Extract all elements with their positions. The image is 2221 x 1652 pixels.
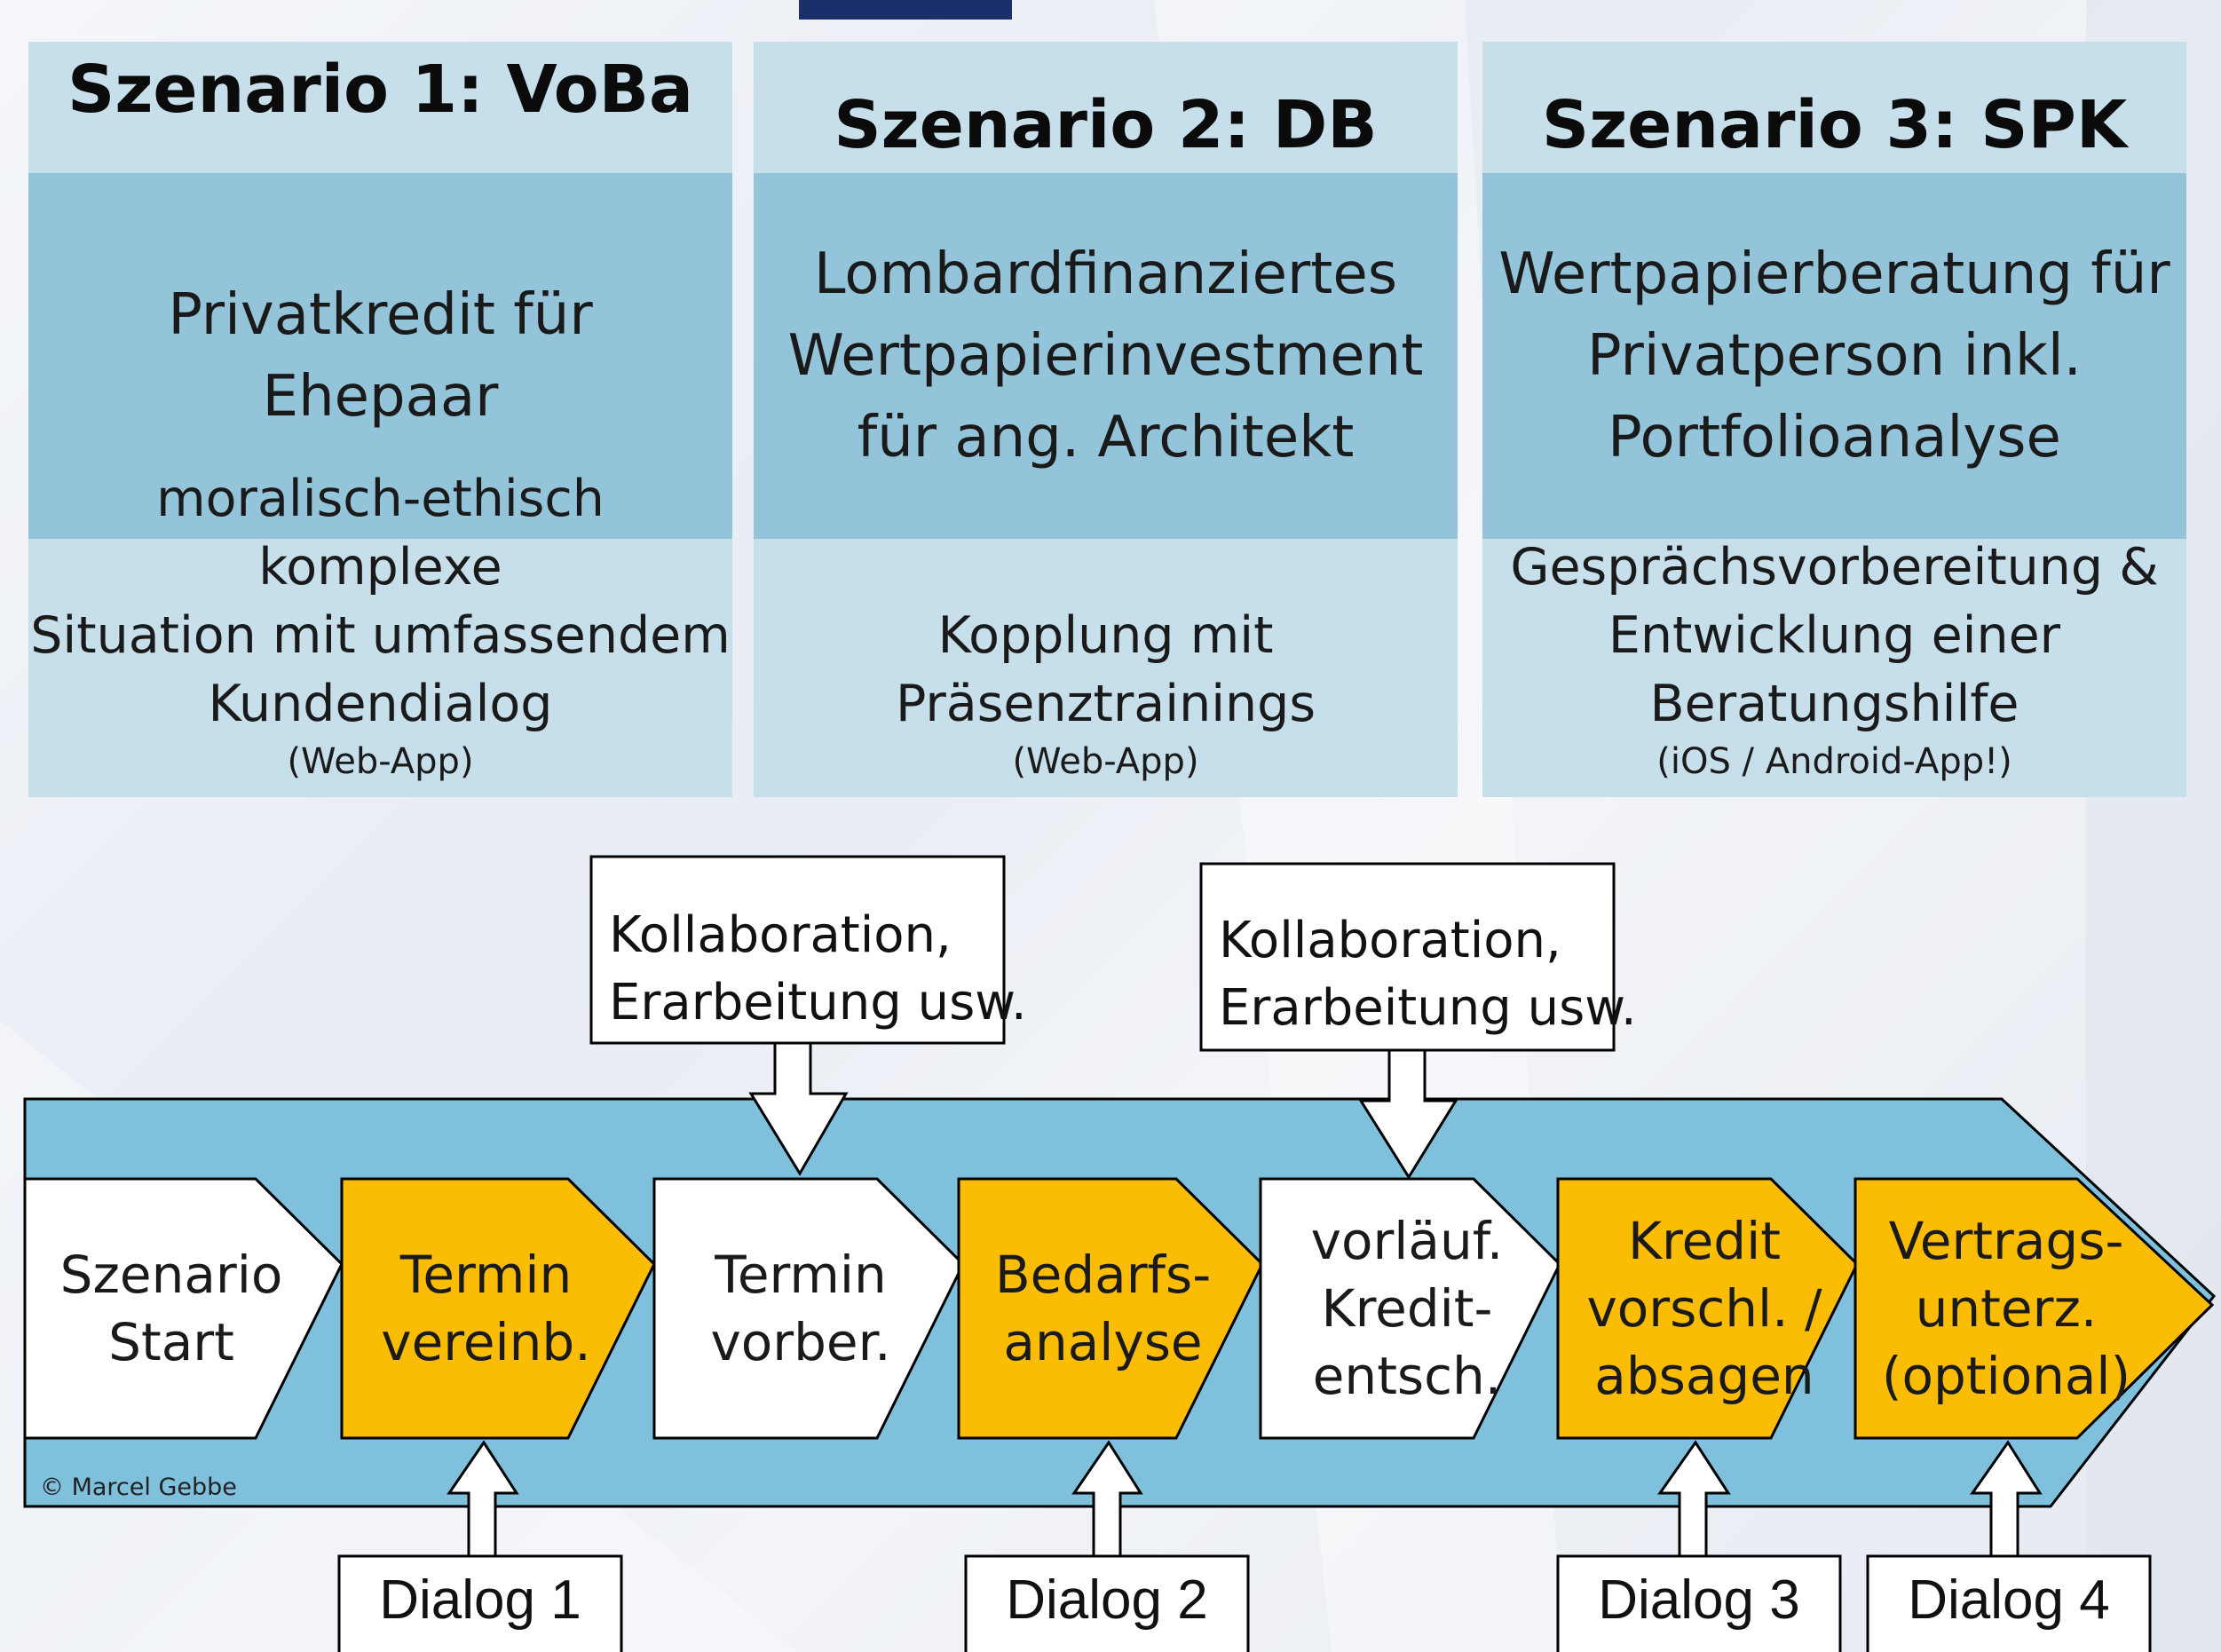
step-label: Kredit vorschl. / absagen [1586,1211,1822,1406]
note-text: Kollaboration, Erarbeitung usw. [1219,912,1637,1037]
step-label: vorläuf. Kredit- entsch. [1310,1211,1504,1406]
step-shape-start [23,1177,344,1440]
down-arrow-1 [748,1041,849,1176]
scenario-title: Szenario 1: VoBa [28,42,732,173]
scenario-description: Lombardfinanziertes Wertpapierinvestment… [754,173,1458,539]
scenario-detail-text: Gesprächsvorbereitung & Entwicklung eine… [1510,538,2159,733]
note-box-2 [1199,862,1616,1052]
scenario-title: Szenario 2: DB [754,42,1458,173]
note-box-1 [589,855,1006,1045]
dialog-label: Dialog 4 [1908,1569,2110,1631]
step-label: Termin vorber. [710,1245,891,1372]
step-shape-termin-vorber [652,1177,965,1440]
dialog-label: Dialog 2 [1006,1569,1208,1631]
dialog-box-4 [1866,1554,2152,1652]
step-label: Termin vereinb. [381,1245,591,1372]
step-shape-kreditentsch [1259,1177,1561,1440]
dialog-box-3 [1556,1554,1842,1652]
note-text: Kollaboration, Erarbeitung usw. [609,906,1027,1032]
step-label: Vertrags- unterz. (optional) [1881,1211,2131,1406]
scenario-description: Wertpapierberatung für Privatperson inkl… [1482,173,2186,539]
scenario-detail-text: Kopplung mit Präsenztrainings [895,606,1316,733]
step-shape-vertrag [1853,1177,2215,1440]
scenario-platform: (iOS / Android-App!) [1656,741,2012,782]
dialog-label: Dialog 1 [379,1569,581,1631]
scenario-details: Gesprächsvorbereitung & Entwicklung eine… [1482,538,2186,797]
step-shape-bedarfsanalyse [957,1177,1264,1440]
step-label: Szenario Start [59,1245,283,1372]
step-shape-kredit-vorschl [1556,1177,1859,1440]
step-label: Bedarfs- analyse [994,1245,1212,1372]
down-arrow-2 [1358,1048,1458,1180]
scenario-description: Privatkredit für Ehepaar [28,173,732,539]
copyright: © Marcel Gebbe [40,1474,237,1501]
scenario-detail-text: moralisch-ethisch komplexe Situation mit… [30,470,731,733]
dialog-box-2 [964,1554,1250,1652]
step-shape-termin-vereinb [340,1177,656,1440]
scenario-title: Szenario 3: SPK [1482,42,2186,173]
scenario-details: Kopplung mit Präsenztrainings (Web-App) [754,539,1458,797]
title-fragment [799,0,1012,20]
scenario-platform: (Web-App) [287,741,474,782]
scenario-details: moralisch-ethisch komplexe Situation mit… [28,470,732,797]
dialog-box-1 [337,1554,623,1652]
dialog-label: Dialog 3 [1598,1569,1800,1631]
scenario-platform: (Web-App) [1012,741,1199,782]
